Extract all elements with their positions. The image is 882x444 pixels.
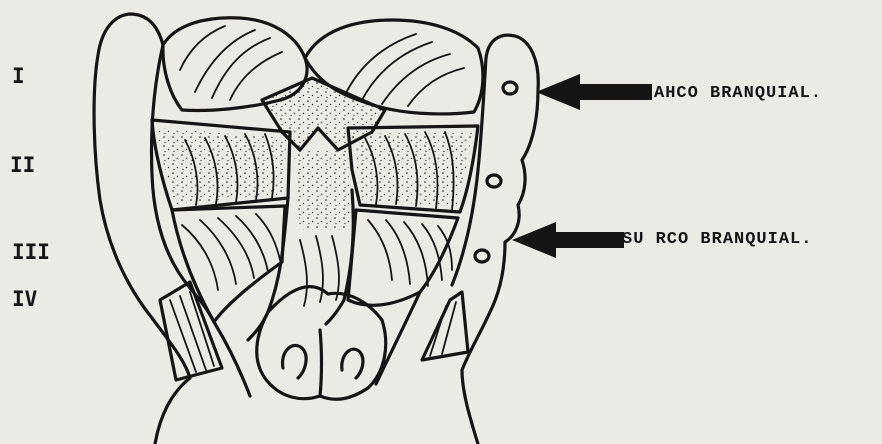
arch-arrow: [536, 74, 652, 110]
right-lower-swelling: [348, 210, 458, 305]
arch-numeral-2: II: [10, 153, 35, 177]
tongue-fold-left: [283, 345, 307, 378]
arch-ring-2: [487, 175, 501, 187]
arch-ring-1: [503, 82, 517, 94]
left-lower-swelling: [172, 206, 285, 322]
arch-numeral-1: I: [12, 64, 25, 88]
tongue-fold-right: [342, 349, 363, 378]
copula-hatch: [300, 236, 339, 306]
cushion-hatch-left: [180, 26, 282, 100]
groove-label: SU RCO BRANQUIAL.: [622, 230, 812, 249]
lower-hatch-left: [182, 214, 280, 290]
arch-numeral-3: III: [12, 240, 50, 264]
groove-arrow: [512, 222, 624, 258]
copula-stipple-fill: [294, 150, 350, 230]
tongue-midline: [320, 330, 322, 396]
arch-ring-3: [475, 250, 489, 262]
wedge-hatch-right: [430, 302, 456, 356]
lower-hatch-right: [368, 220, 452, 286]
arch-numeral-4: IV: [12, 287, 37, 311]
arch-label: AHCO BRANQUIAL.: [654, 84, 822, 103]
right-wedge: [422, 292, 468, 360]
cushion-hatch-right: [345, 34, 464, 106]
